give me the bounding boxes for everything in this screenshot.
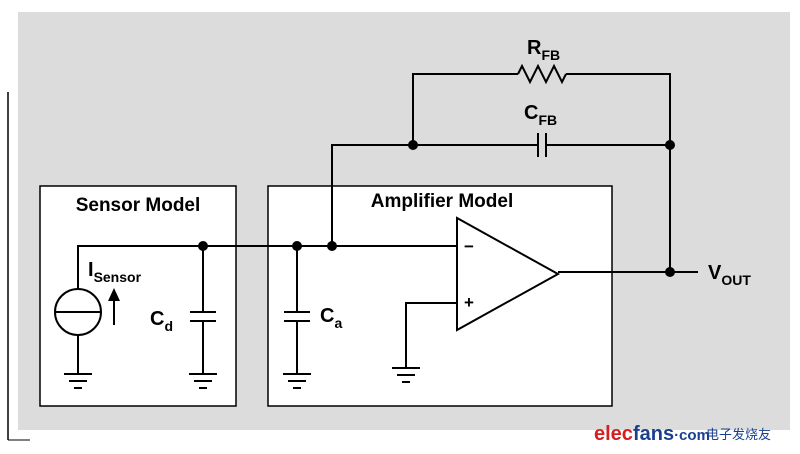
rfb-right-wire <box>566 73 671 145</box>
junction-feedback-left <box>408 140 418 150</box>
ca-label: Ca <box>320 305 342 331</box>
watermark-chinese: 电子发烧友 <box>706 427 771 443</box>
ground-ca-icon <box>283 373 311 389</box>
current-source <box>54 288 120 374</box>
isensor-label: ISensor <box>88 259 142 285</box>
amplifier-model-box <box>267 185 613 407</box>
ground-cd-icon <box>189 373 217 389</box>
junction-feedback-right <box>665 140 675 150</box>
rfb-resistor <box>517 63 567 85</box>
rfb-left-wire <box>412 73 518 145</box>
opamp-noninverting-wire <box>405 302 457 368</box>
cfb-label: CFB <box>524 102 557 128</box>
feedback-network <box>331 63 671 272</box>
cfb-left-wire <box>331 144 538 243</box>
current-direction-arrow-icon <box>108 288 120 301</box>
amplifier-model-title: Amplifier Model <box>371 191 514 212</box>
ground-current-source-icon <box>64 373 92 389</box>
ground-opamp-icon <box>392 367 420 383</box>
watermark-logo: elecfans·com 电子发烧友 <box>594 423 771 445</box>
opamp-noninverting-sign: + <box>464 293 474 312</box>
junction-cd <box>198 241 208 251</box>
opamp-inverting-sign: − <box>464 237 474 256</box>
watermark-brand: elecfans·com <box>594 423 710 445</box>
vout-label: VOUT <box>708 262 751 288</box>
junction-output <box>665 267 675 277</box>
junction-ca <box>292 241 302 251</box>
cd-label: Cd <box>150 308 173 334</box>
sensor-model-title: Sensor Model <box>76 195 201 216</box>
junction-feedback-input <box>327 241 337 251</box>
rfb-label: RFB <box>527 37 560 63</box>
opamp-triangle <box>456 216 561 332</box>
cd-capacitor <box>190 246 216 374</box>
ca-capacitor <box>284 246 310 374</box>
